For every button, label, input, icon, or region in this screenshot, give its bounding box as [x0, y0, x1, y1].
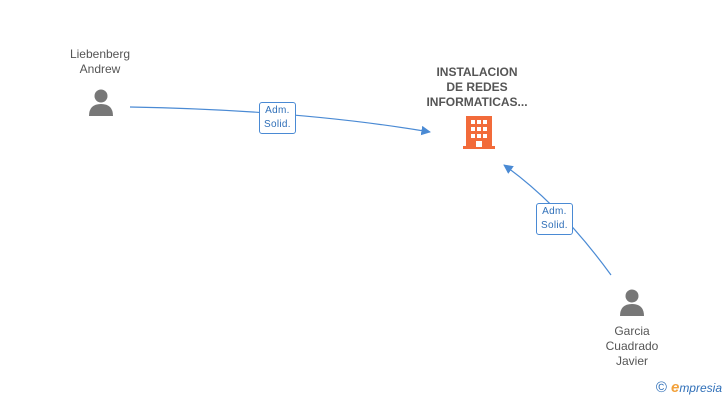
copyright-icon: ©	[655, 379, 667, 396]
edge-role-line: Adm.	[542, 206, 567, 217]
person-name-line: Javier	[615, 354, 648, 368]
edge-role-line: Solid.	[541, 220, 568, 231]
brand-logo-initial: e	[670, 379, 680, 396]
building-icon[interactable]	[463, 116, 495, 149]
person-name-line: Garcia	[614, 324, 650, 338]
person-icon[interactable]	[89, 89, 113, 117]
brand-logo: empresia	[671, 379, 722, 396]
company-name-line: INSTALACION	[436, 65, 518, 79]
company-name-label[interactable]: INSTALACION DE REDES INFORMATICAS...	[416, 65, 538, 110]
edge-role-line: Adm.	[265, 105, 290, 116]
brand-logo-text: mpresia	[679, 381, 722, 395]
person-name-line: Cuadrado	[605, 339, 659, 353]
edge-role-badge: Adm. Solid.	[536, 203, 573, 235]
edge-role-badge: Adm. Solid.	[259, 102, 296, 134]
company-name-line: INFORMATICAS...	[426, 95, 528, 109]
person-name-label[interactable]: Garcia Cuadrado Javier	[592, 324, 672, 369]
person-name-line: Andrew	[79, 62, 121, 76]
brand-watermark: © empresia	[656, 379, 722, 396]
person-icon[interactable]	[620, 289, 644, 317]
person-name-line: Liebenberg	[69, 47, 131, 61]
edge-role-line: Solid.	[264, 119, 291, 130]
person-name-label[interactable]: Liebenberg Andrew	[60, 47, 140, 77]
company-name-line: DE REDES	[446, 80, 508, 94]
